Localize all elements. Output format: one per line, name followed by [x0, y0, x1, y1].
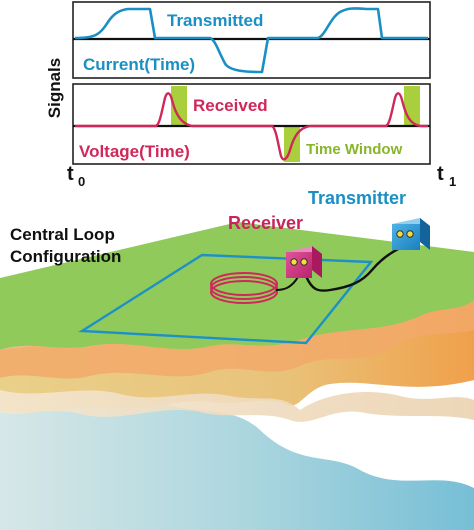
voltage-waveform — [75, 92, 428, 161]
interconnect-cable — [304, 246, 401, 292]
time-start-label: t 0 — [67, 163, 85, 189]
time-window-bar-1 — [171, 86, 187, 126]
layer-middle-band — [0, 390, 474, 422]
current-waveform — [74, 7, 428, 74]
configuration-title-line2: Configuration — [10, 247, 121, 266]
layer-lower-blue — [0, 382, 474, 530]
transmitter-unit-icon — [392, 218, 430, 250]
configuration-title-line1: Central Loop — [10, 225, 115, 244]
t0-letter: t — [67, 163, 74, 185]
t1-subscript: 1 — [449, 174, 456, 189]
central-loop-wire — [78, 253, 374, 345]
transmitted-panel: Transmitted Current(Time) — [72, 1, 431, 79]
current-time-label: Current(Time) — [83, 55, 195, 74]
time-end-label: t 1 — [437, 163, 456, 189]
receiver-coil-icon — [210, 272, 278, 304]
received-panel-frame — [72, 83, 431, 165]
time-window-bar-3 — [404, 86, 420, 126]
receiver-unit-icon — [286, 246, 322, 278]
layer-upper-orange — [0, 300, 474, 379]
received-label: Received — [193, 96, 268, 115]
signals-axis-label: Signals — [45, 58, 64, 118]
transmitter-label: Transmitter — [308, 188, 406, 208]
ground-surface — [0, 222, 474, 350]
t1-letter: t — [437, 163, 444, 185]
voltage-time-label: Voltage(Time) — [79, 142, 190, 161]
transmitted-label: Transmitted — [167, 11, 263, 30]
receiver-label: Receiver — [228, 213, 303, 233]
time-window-label: Time Window — [306, 141, 403, 158]
t0-subscript: 0 — [78, 174, 85, 189]
received-panel: Received Voltage(Time) Time Window — [72, 83, 431, 165]
